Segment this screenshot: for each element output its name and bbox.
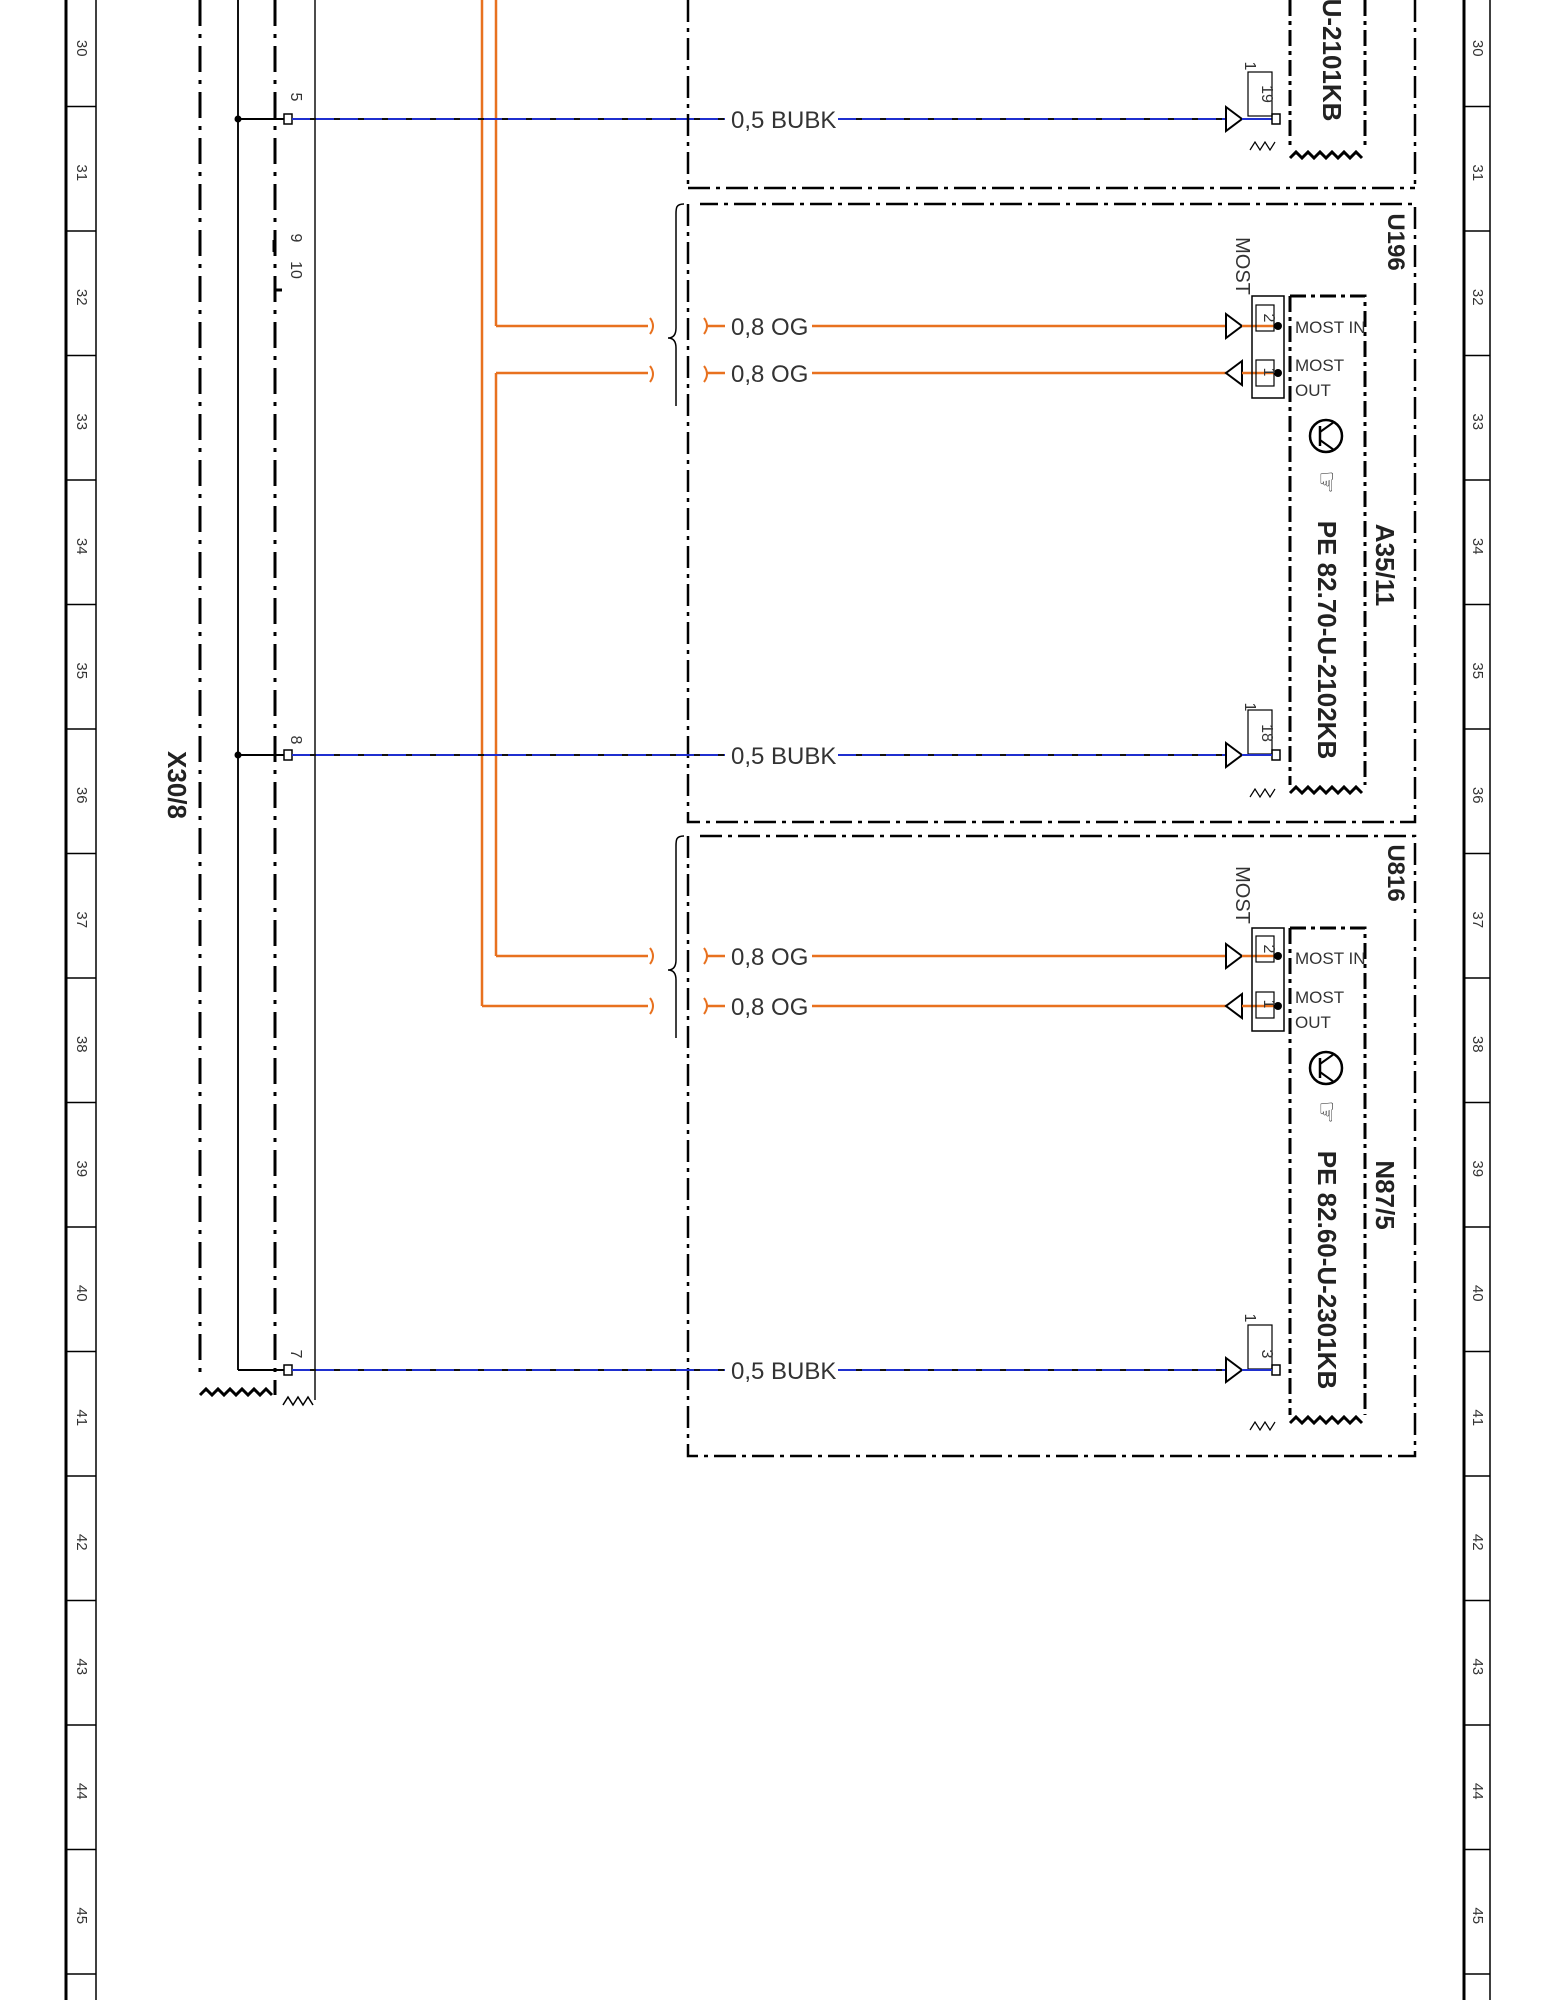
- pin-8: 8: [234, 736, 304, 761]
- pin-5-label: 5: [287, 93, 304, 102]
- right-ruler-number: 33: [1469, 413, 1486, 430]
- right-ruler-number: 32: [1469, 289, 1486, 306]
- wire-3-bubk: 0,5 BUBK: [292, 741, 1272, 770]
- left-ruler-number: 42: [73, 1534, 90, 1551]
- left-ruler-number: 37: [73, 911, 90, 928]
- pin-7-label: 7: [287, 1350, 304, 1359]
- left-ruler-number: 41: [73, 1409, 90, 1426]
- wire-2-out-label: 0,8 OG: [731, 361, 808, 388]
- left-ruler-number: 33: [73, 413, 90, 430]
- wire-5-bubk: 0,5 BUBK: [292, 1356, 1272, 1385]
- left-grid-ruler: 30 31 32 33 34 35 36 37 38 39 40 41 42 43 44 45: [64, 0, 97, 2000]
- right-ruler-number: 31: [1469, 164, 1486, 181]
- hand-pointer-icon: ☞: [1312, 470, 1342, 493]
- u816-pin-b: 3: [1258, 1350, 1275, 1359]
- most-label-u196: MOST: [1231, 237, 1253, 295]
- component-a35-11: U196 MOST 0,8 OG 0,8 OG 2 1 MOST IN MOST…: [649, 202, 1417, 824]
- right-ruler-number: 44: [1469, 1783, 1486, 1800]
- wire-3-label: 0,5 BUBK: [731, 743, 836, 770]
- left-ruler-number: 35: [73, 662, 90, 679]
- left-ruler-number: 44: [73, 1783, 90, 1800]
- top-pin-alt-label: 1: [1241, 62, 1258, 71]
- right-ruler-number: 38: [1469, 1036, 1486, 1053]
- u196-name-label: A35/11: [1370, 524, 1400, 606]
- left-ruler-number: 36: [73, 787, 90, 804]
- left-ruler-number: 38: [73, 1036, 90, 1053]
- u816-pin-in: 2: [1260, 945, 1277, 954]
- u816-pin-out: 1: [1260, 1000, 1277, 1009]
- transistor-icon: [1308, 418, 1344, 454]
- right-ruler-number: 34: [1469, 538, 1486, 555]
- pin-7: 7: [238, 1350, 304, 1376]
- pin-10-label: 10: [287, 261, 304, 279]
- wire-2-in-label: 0,8 OG: [731, 314, 808, 341]
- most-label-u816: MOST: [1231, 866, 1253, 924]
- variant-u196: U196: [1382, 213, 1409, 270]
- pin-8-label: 8: [287, 736, 304, 745]
- right-grid-ruler: 30 31 32 33 34 35 36 37 38 39 40 41 42 43 44 45: [1462, 0, 1491, 2000]
- u816-most-out-label-1: MOST: [1295, 988, 1344, 1007]
- right-ruler-number: 40: [1469, 1285, 1486, 1302]
- u816-most-in-label: MOST IN: [1295, 949, 1366, 968]
- wire-5-label: 0,5 BUBK: [731, 1358, 836, 1385]
- right-ruler-number: 41: [1469, 1409, 1486, 1426]
- u196-ref-label: PE 82.70-U-2102KB: [1312, 521, 1342, 759]
- u196-pin-b-alt: 1: [1241, 703, 1258, 712]
- right-ruler-number: 43: [1469, 1658, 1486, 1675]
- u816-ref-label: PE 82.60-U-2301KB: [1312, 1151, 1342, 1389]
- left-ruler-number: 45: [73, 1907, 90, 1924]
- right-ruler-number: 45: [1469, 1907, 1486, 1924]
- wire-1-bubk: 0,5 BUBK: [292, 105, 1272, 134]
- left-ruler-number: 32: [73, 289, 90, 306]
- right-ruler-number: 36: [1469, 787, 1486, 804]
- right-ruler-number: 42: [1469, 1534, 1486, 1551]
- u196-most-out-label-2: OUT: [1295, 381, 1331, 400]
- right-ruler-number: 30: [1469, 40, 1486, 57]
- left-ruler-number: 31: [73, 164, 90, 181]
- right-ruler-number: 35: [1469, 662, 1486, 679]
- left-ruler-number: 34: [73, 538, 90, 555]
- wire-4-out-label: 0,8 OG: [731, 994, 808, 1021]
- left-ruler-number: 39: [73, 1160, 90, 1177]
- u196-pin-in: 2: [1260, 314, 1277, 323]
- left-ruler-number: 40: [73, 1285, 90, 1302]
- hand-pointer-icon: ☞: [1312, 1100, 1342, 1123]
- wire-1-label: 0,5 BUBK: [731, 107, 836, 134]
- right-ruler-number: 39: [1469, 1160, 1486, 1177]
- connector-label: X30/8: [162, 751, 192, 819]
- u196-pin-b: 18: [1258, 724, 1275, 742]
- component-top-partial: 19 1 U-2101KB: [686, 0, 1417, 190]
- top-ref-label: U-2101KB: [1317, 0, 1347, 121]
- left-ruler-number: 30: [73, 40, 90, 57]
- u816-pin-b-alt: 1: [1241, 1314, 1258, 1323]
- transistor-icon: [1308, 1050, 1344, 1086]
- pins-9-10: 9 10: [272, 234, 304, 292]
- u816-most-out-label-2: OUT: [1295, 1013, 1331, 1032]
- connector-x30-8: X30/8 5 9 10 8 7: [162, 0, 316, 1407]
- wire-4-in-label: 0,8 OG: [731, 944, 808, 971]
- u196-most-in-label: MOST IN: [1295, 318, 1366, 337]
- right-ruler-number: 37: [1469, 911, 1486, 928]
- u196-most-out-label-1: MOST: [1295, 356, 1344, 375]
- component-n87-5: U816 MOST 0,8 OG 0,8 OG 2 1 MOST IN MOST…: [649, 834, 1417, 1458]
- most-bus-lines: [480, 0, 648, 1008]
- u196-pin-out: 1: [1260, 368, 1277, 377]
- left-ruler-number: 43: [73, 1658, 90, 1675]
- top-pin-label: 19: [1258, 85, 1275, 103]
- u816-name-label: N87/5: [1370, 1160, 1400, 1229]
- pin-9-label: 9: [287, 234, 304, 243]
- variant-u816: U816: [1382, 844, 1409, 901]
